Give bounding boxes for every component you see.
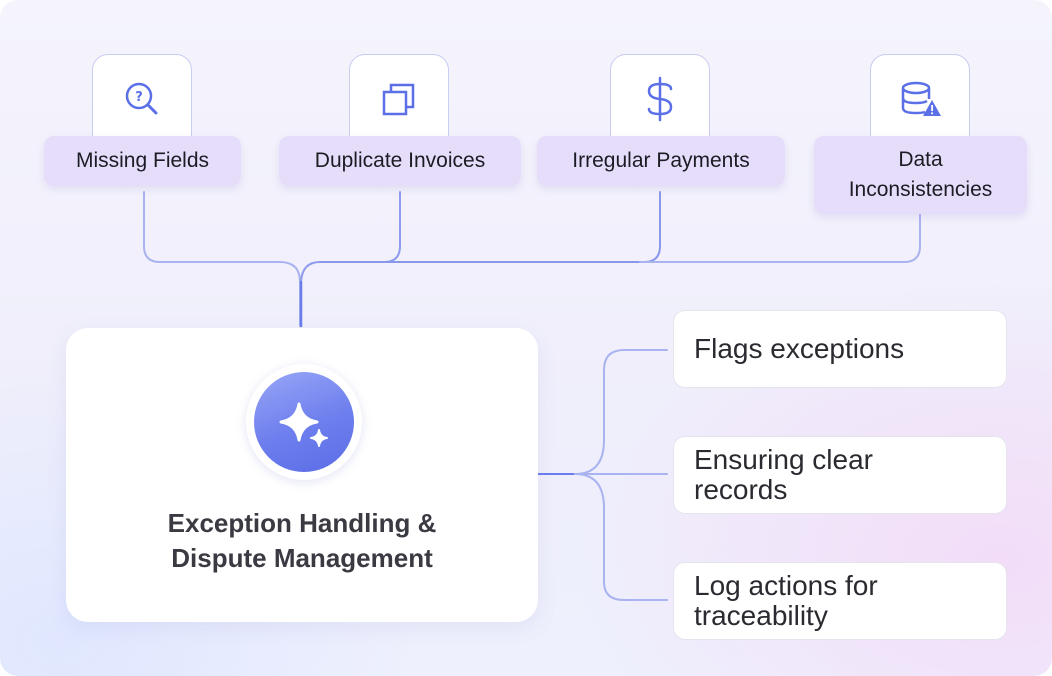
outcome-label: Flags exceptions [694, 333, 905, 364]
hub-badge [246, 364, 362, 480]
database-warning-icon [901, 81, 941, 116]
hub-title-line-2: Dispute Management [171, 543, 433, 573]
sparkle-icon [279, 402, 328, 447]
category-data-inconsistencies: Data Inconsistencies [814, 136, 1027, 214]
connector-duplicate-invoices [300, 191, 401, 283]
connector-flags-exceptions [574, 349, 668, 475]
connector-irregular-payments [319, 191, 661, 263]
hub-title: Exception Handling & Dispute Management [66, 506, 538, 576]
svg-text:?: ? [135, 90, 143, 105]
outcome-flags-exceptions: Flags exceptions [673, 310, 1007, 388]
outcome-label: Ensuring clear records [694, 444, 873, 505]
category-label: Data Inconsistencies [848, 148, 993, 201]
outcome-log-actions: Log actions for traceability [673, 562, 1007, 640]
hub-card: Exception Handling & Dispute Management [66, 328, 538, 622]
category-irregular-payments: Irregular Payments [537, 136, 785, 186]
connector-data-inconsistencies [639, 213, 921, 263]
category-label: Duplicate Invoices [314, 149, 486, 172]
dollar-icon [647, 76, 673, 122]
connector-missing-fields [143, 191, 301, 327]
outcome-label: Log actions for traceability [694, 570, 878, 631]
category-duplicate-invoices: Duplicate Invoices [279, 136, 521, 186]
connector-log-actions [574, 473, 668, 601]
outcome-ensuring-clear-records: Ensuring clear records [673, 436, 1007, 514]
duplicate-icon [382, 83, 415, 116]
category-label: Missing Fields [75, 149, 210, 172]
search-question-icon: ? [125, 82, 158, 115]
category-label: Irregular Payments [572, 149, 750, 172]
category-missing-fields: Missing Fields [44, 136, 241, 186]
hub-title-line-1: Exception Handling & [167, 508, 437, 538]
